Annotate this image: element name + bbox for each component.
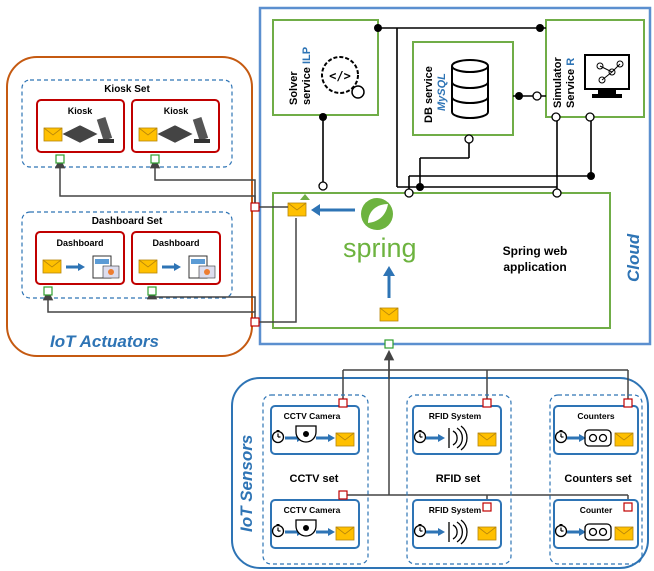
simulator-service-label: Simulator [552, 57, 564, 108]
cctv-camera-icon [295, 425, 317, 443]
rfid-system-1: RFID System [412, 405, 502, 455]
cctv-set-box [262, 394, 369, 565]
spring-leaf-icon [361, 198, 393, 230]
svg-text:CCTV Camera: CCTV Camera [284, 505, 341, 515]
rfid-waves-icon [448, 425, 468, 451]
sensors-label: IoT Sensors [237, 435, 256, 532]
monitor-network-icon [584, 54, 630, 98]
svg-text:RFID System: RFID System [429, 411, 482, 421]
dashboard-set-title: Dashboard Set [92, 216, 163, 227]
svg-text:Kiosk: Kiosk [68, 106, 94, 116]
kiosk-device-1: Kiosk [36, 99, 125, 153]
cctv-set-label: CCTV set [290, 473, 339, 485]
db-service-sub: MySQL [436, 73, 448, 111]
counter-device-2: Counter [553, 499, 639, 549]
rfid-set-box [406, 394, 512, 565]
rfid-system-2: RFID System [412, 499, 502, 549]
dashboard-device-1: Dashboard [35, 231, 125, 285]
counter-sensor-icon [584, 523, 612, 541]
sensor-port-icons [338, 398, 633, 512]
port-icons [43, 154, 394, 349]
database-icon [451, 59, 489, 119]
spring-logo-text: spring [343, 233, 417, 263]
cctv-camera-2: CCTV Camera [270, 499, 360, 549]
svg-text:Counter: Counter [580, 505, 613, 515]
cctv-camera-1: CCTV Camera [270, 405, 360, 455]
spring-app-label-2: application [503, 260, 566, 274]
svg-text:Kiosk: Kiosk [164, 106, 190, 116]
rfid-set-label: RFID set [436, 473, 481, 485]
solver-service-label-2: service ILP [301, 47, 313, 105]
counter-device-1: Counters [553, 405, 639, 455]
svg-text:RFID System: RFID System [429, 505, 482, 515]
dashboard-icon [92, 255, 120, 279]
incoming-message-icon [379, 307, 399, 322]
rfid-waves-icon [448, 519, 468, 545]
svg-text:Dashboard: Dashboard [56, 238, 103, 248]
dashboard-set-box [21, 211, 233, 299]
sensors-boundary [231, 377, 649, 569]
cctv-camera-icon [295, 519, 317, 537]
cloud-label: Cloud [624, 233, 643, 282]
solver-service-label: Solver [288, 71, 300, 105]
actuators-label: IoT Actuators [50, 332, 159, 351]
svg-text:</>: </> [329, 69, 351, 83]
db-service-label: DB service [423, 66, 435, 123]
dashboard-icon [188, 255, 216, 279]
kiosk-device-2: Kiosk [131, 99, 220, 153]
counter-sensor-icon [584, 429, 612, 447]
code-gear-icon: </> [321, 56, 365, 99]
svg-text:Dashboard: Dashboard [152, 238, 199, 248]
cloud-joints [319, 24, 595, 191]
kiosk-set-title: Kiosk Set [104, 84, 150, 95]
cloud-boundary [258, 6, 652, 346]
svg-text:CCTV Camera: CCTV Camera [284, 411, 341, 421]
kiosk-icon [96, 116, 114, 143]
kiosk-set-box [21, 79, 233, 168]
outgoing-message-icon [287, 202, 307, 217]
kiosk-icon [192, 116, 210, 143]
spring-app-label: Spring web [503, 244, 568, 258]
counters-set-box [549, 394, 643, 565]
svg-text:Counters: Counters [577, 411, 615, 421]
simulator-service-label-2: Service R [565, 58, 577, 108]
spring-web-app-box [272, 192, 611, 329]
counters-set-label: Counters set [564, 473, 632, 485]
dashboard-device-2: Dashboard [131, 231, 221, 285]
